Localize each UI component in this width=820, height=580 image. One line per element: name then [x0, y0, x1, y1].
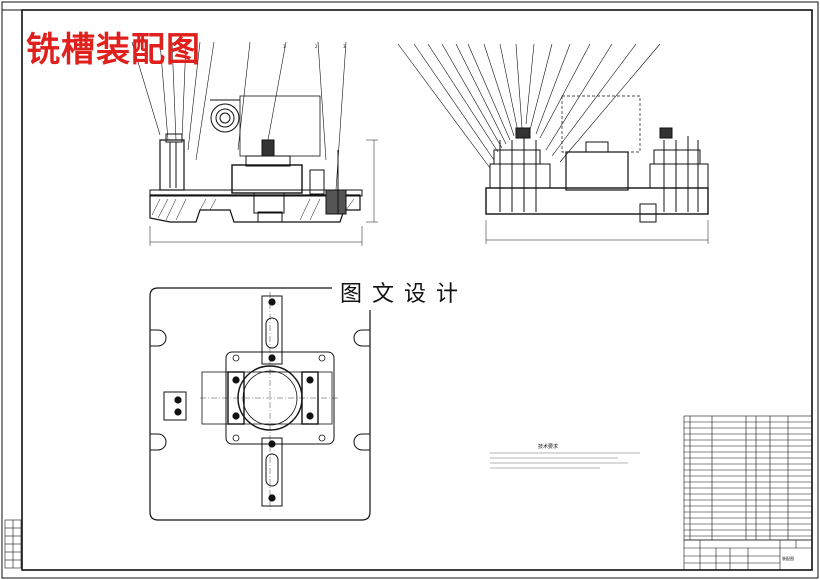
drawing-name-text: 装配图 — [782, 555, 794, 561]
bom-table — [683, 415, 813, 541]
watermark-text: 图文设计 — [336, 276, 473, 308]
title-block: 装配图 — [683, 539, 813, 571]
front-balloons: 1 2 3 — [283, 44, 346, 49]
top-view — [149, 287, 371, 521]
front-dimensions — [149, 139, 378, 246]
binding-strip — [4, 519, 22, 569]
svg-text:1: 1 — [283, 44, 286, 49]
tech-requirements-heading: 技术要求 — [538, 444, 559, 450]
svg-text:3: 3 — [343, 44, 346, 49]
inner-border — [21, 9, 813, 571]
side-leaders — [397, 43, 661, 169]
hatching — [151, 198, 355, 221]
tech-req-lines — [490, 452, 640, 469]
svg-text:2: 2 — [315, 44, 318, 49]
side-view — [397, 43, 709, 244]
drawing-title: 铣槽装配图 — [26, 30, 201, 70]
front-view: 1 2 3 — [131, 41, 378, 246]
